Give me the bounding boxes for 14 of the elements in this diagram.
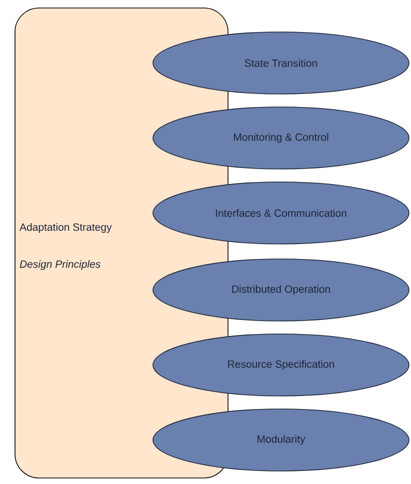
ellipse-label: Monitoring & Control	[234, 133, 328, 143]
ellipse-label: Interfaces & Communication	[216, 209, 346, 217]
ellipse-label: Modularity	[258, 435, 306, 445]
ellipse-label: Distributed Operation	[232, 285, 330, 295]
node-subtitle: Design Principles	[20, 260, 100, 270]
ellipse-label: Resource Specification	[228, 360, 334, 370]
principle-ellipse	[152, 182, 410, 244]
principle-ellipse	[152, 334, 410, 396]
principle-ellipse	[152, 408, 410, 472]
principle-ellipse	[152, 32, 410, 94]
principle-ellipse	[152, 106, 410, 170]
ellipse-label: State Transition	[244, 59, 317, 67]
node-title: Adaptation Strategy	[20, 223, 112, 233]
principle-ellipse	[152, 258, 410, 322]
